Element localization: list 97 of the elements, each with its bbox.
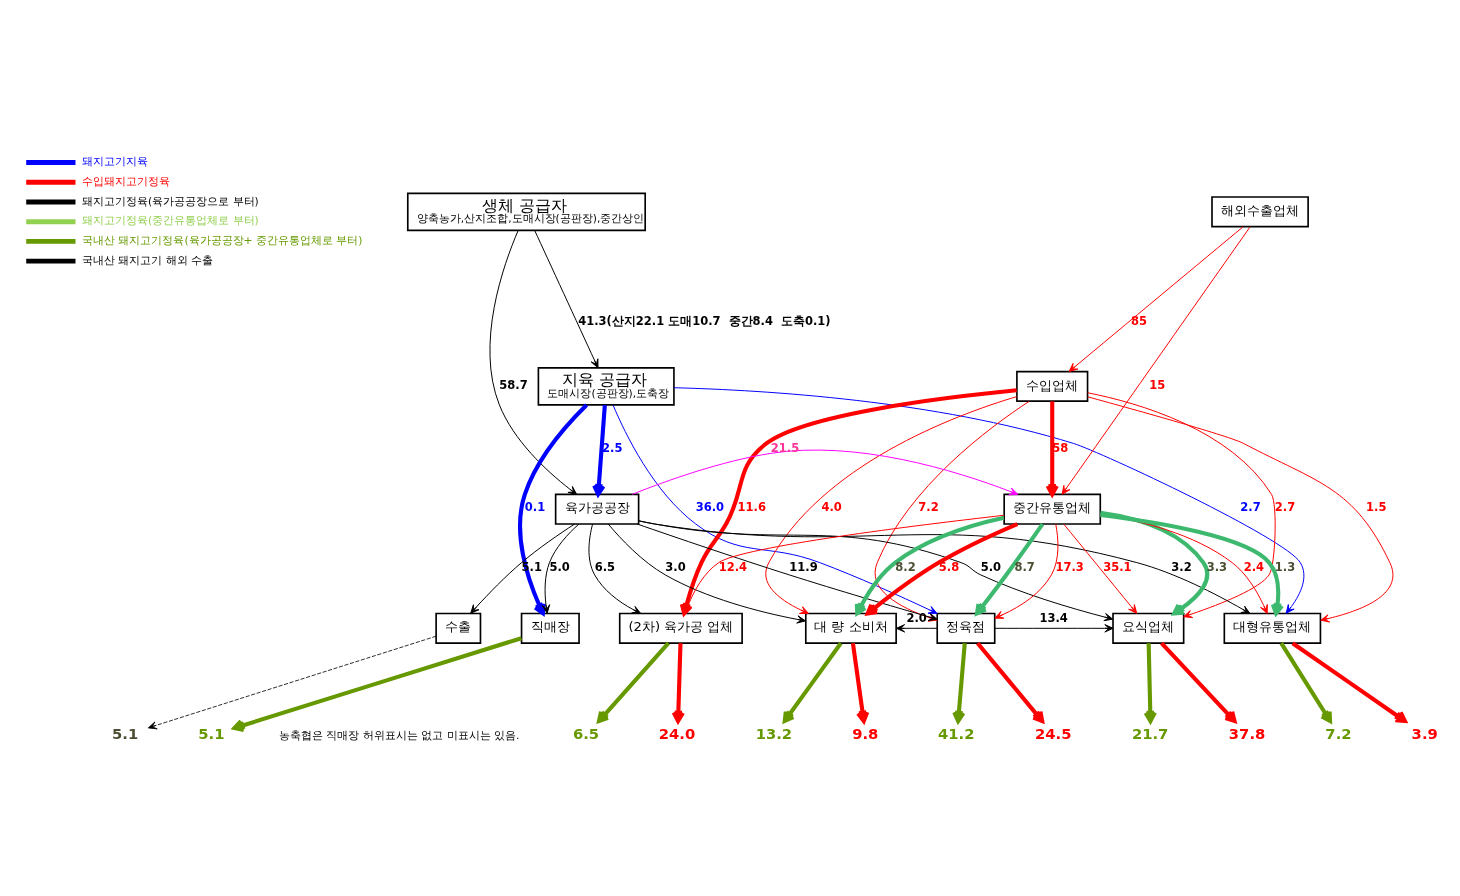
arrow [1160,641,1237,724]
legend-label: 국내산 돼지고기정육(육가공공장+ 중간유통업체로 부터) [82,234,363,248]
arrow [147,635,437,730]
edge-label: 3.2 [1171,559,1192,574]
arrow [976,641,1045,724]
arrow [597,641,670,724]
arrow [1045,401,1059,497]
node-box: 지육 공급자 도매시장(공판장),도축장 [537,367,675,406]
node-text: 41.2 [938,724,975,742]
arrow [679,388,1017,616]
arrow [952,643,967,724]
edge-label: 11.9 [789,559,818,574]
node-text: 13.2 [755,724,793,742]
node-box: 해외수출업체 [1211,196,1309,228]
edge-label: 2.5 [602,440,623,455]
arrow [782,642,843,724]
edge-label: 41.3(산지22.1 도매10.7 중간8.4 도축0.1) [578,314,831,329]
node-text: 3.9 [1411,724,1438,742]
node-box: 중간유통업체 [1003,493,1102,525]
edge-label: 2.7 [1274,500,1296,515]
node-text: 9.8 [852,724,879,742]
arrow [850,642,870,724]
node-box: 수출 [435,612,482,644]
node-box: 생체 공급자 양축농가,산지조합,도매시장(공판장),중간상인 [406,192,646,232]
arrow [865,522,1019,616]
arrow [895,624,938,633]
arrow [994,624,1114,633]
node-box: 직매장 [520,612,580,644]
node-box: 요식업체 [1112,612,1185,644]
edge-label: 35.1 [1103,559,1132,574]
edge-label: 11.6 [737,500,766,515]
node-box: 수입업체 [1016,370,1089,402]
legend-label: 돼지고기지육 [82,155,149,169]
arrow [1063,523,1138,614]
node-text: 5.1 [112,724,139,742]
label: 농축협은 직매장 허위표시는 없고 미표시는 있음. [278,728,520,742]
legend-label: 돼지고기정육(육가공공장으로 부터) [82,194,259,208]
node-text: 24.5 [1034,724,1072,742]
edge-label: 3.3 [1206,559,1228,574]
edge-label: 12.4 [718,559,748,574]
arrow [994,523,1059,619]
legend-label: 국내산 돼지고기 해외 수출 [82,253,214,267]
node-text: 24.0 [658,724,696,742]
arrow [588,523,642,614]
node-box: 정육점 [936,612,996,644]
arrow [631,449,1019,496]
node-text: 5.1 [198,724,225,742]
node-box: 대형유통업체 [1223,612,1322,644]
edge-label: 2.0 [906,610,927,625]
edge-label: 8.7 [1014,559,1035,574]
arrow [1087,396,1394,623]
arrow [489,229,578,495]
edge-label: 1.5 [1366,500,1387,515]
edge-label: 4.0 [821,500,842,515]
edge-label: 6.5 [594,559,616,574]
edge-label: 0.1 [524,500,546,515]
edge-label: 85 [1131,314,1148,329]
edge-label: 17.3 [1055,559,1084,574]
arrow [1291,641,1407,724]
node-box: (2차) 육가공 업체 [618,612,743,644]
arrow [1143,643,1157,724]
node-box: 대 량 소비처 [804,612,897,644]
arrow [592,404,607,497]
arrow [1087,392,1276,619]
edge-label: 36.0 [695,500,725,515]
edge-label: 58.7 [499,377,528,392]
arrow [1279,642,1333,724]
arrow [975,522,1045,616]
edge-label: 1.3 [1274,559,1296,574]
edge-label: 3.0 [665,559,686,574]
edge-label: 2.7 [1240,500,1261,515]
legend-label: 수입돼지고기정육 [82,175,171,189]
edge-label: 13.4 [1039,610,1068,625]
arrow [671,643,685,724]
edge-label: 8.2 [895,559,916,574]
node-text: 7.2 [1325,724,1352,742]
arrow [854,515,1005,616]
arrow [765,396,1018,614]
edge-label: 5.8 [938,559,960,574]
node-text: 37.8 [1228,724,1266,742]
edge-label: 7.2 [918,500,939,515]
edge-label: 5.0 [980,559,1002,574]
edge-label: 2.4 [1243,559,1264,574]
arrow [534,230,599,369]
legend-label: 돼지고기정육(중간유통업체로 부터) [82,214,259,228]
edge-label: 5.0 [549,559,570,574]
arrow [1100,510,1210,616]
arrow [1061,226,1251,495]
arrow [638,520,1251,615]
node-text: 21.7 [1131,724,1169,742]
arrow [1068,226,1244,372]
edge-label: 15 [1149,377,1166,392]
node-box: 육가공공장 [554,493,640,525]
arrow [232,636,523,733]
arrow [541,523,580,614]
arrow [607,523,806,624]
node-text: 6.5 [572,724,600,742]
